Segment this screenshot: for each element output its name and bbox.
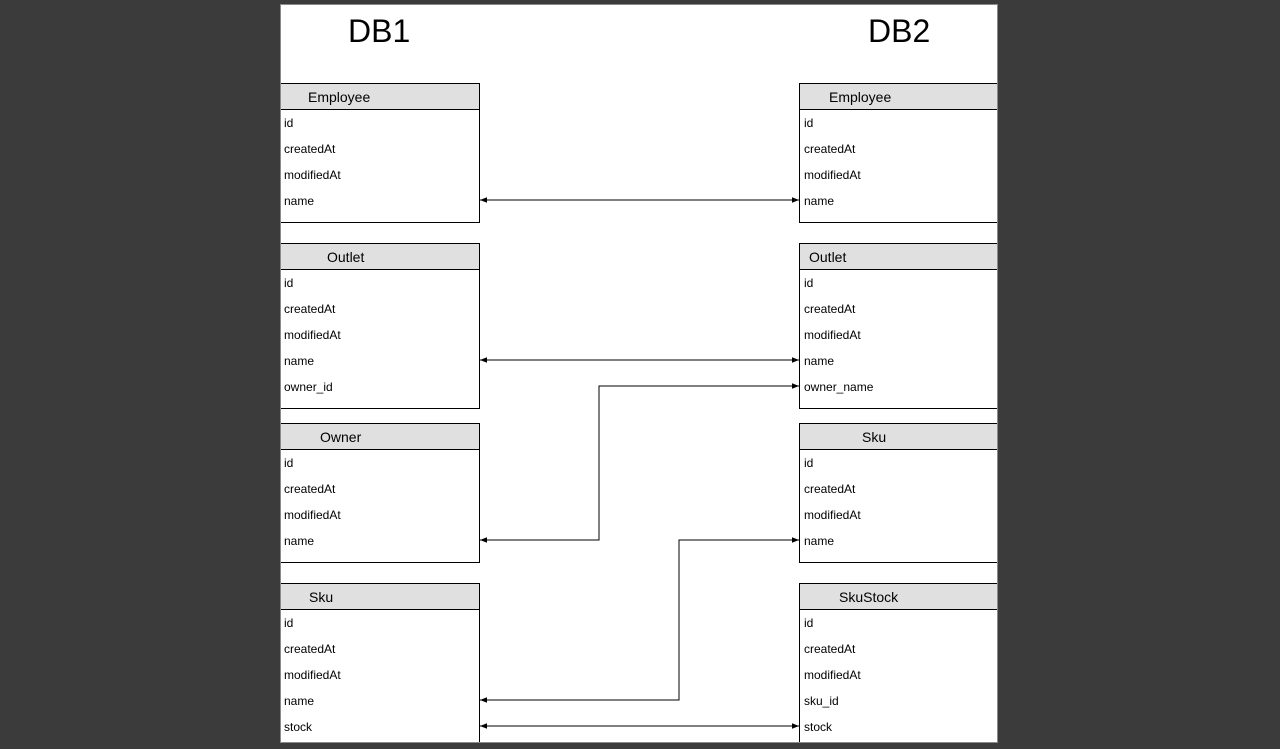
table-field: modifiedAt <box>804 668 861 682</box>
relationship-link <box>480 537 799 703</box>
db1-sku-table: Sku id createdAt modifiedAt name stock <box>281 583 480 742</box>
table-field: createdAt <box>284 142 336 156</box>
table-field: id <box>804 616 814 630</box>
table-header: Employee <box>281 84 479 110</box>
table-field: modifiedAt <box>804 328 861 342</box>
table-field: id <box>284 456 294 470</box>
db1-owner-table: Owner id createdAt modifiedAt name <box>281 423 480 563</box>
table-field: sku_id <box>804 694 839 708</box>
db1-title: DB1 <box>348 13 411 49</box>
table-field: modifiedAt <box>804 168 861 182</box>
table-field: name <box>284 694 315 708</box>
db2-outlet-table: Outlet id createdAt modifiedAt name owner_nam… <box>799 243 998 409</box>
table-field: id <box>804 276 814 290</box>
table-header: Owner <box>281 424 479 450</box>
table-field: createdAt <box>804 302 856 316</box>
table-header: Outlet <box>281 244 479 270</box>
relationship-link <box>480 383 799 543</box>
table-field: name <box>284 354 315 368</box>
table-field: id <box>804 456 814 470</box>
table-field: stock <box>804 720 833 734</box>
table-field: name <box>284 534 315 548</box>
relationship-links <box>480 197 799 729</box>
table-field: id <box>284 276 294 290</box>
table-field: createdAt <box>804 642 856 656</box>
table-field: modifiedAt <box>284 508 341 522</box>
table-field: createdAt <box>804 482 856 496</box>
table-header: Sku <box>800 424 998 450</box>
table-field: modifiedAt <box>284 168 341 182</box>
table-field: createdAt <box>284 482 336 496</box>
table-header: Sku <box>281 584 479 610</box>
diagram-canvas: DB1 DB2 Employee id createdAt modifiedAt nam… <box>281 5 998 742</box>
table-field: createdAt <box>284 302 336 316</box>
db2-title: DB2 <box>868 13 931 49</box>
table-field: id <box>804 116 814 130</box>
db1-employee-table: Employee id createdAt modifiedAt name <box>281 83 480 223</box>
table-field: modifiedAt <box>804 508 861 522</box>
table-header: Employee <box>800 84 998 110</box>
table-field: name <box>804 194 835 208</box>
table-field: stock <box>284 720 313 734</box>
table-field: name <box>804 354 835 368</box>
table-field: name <box>284 194 315 208</box>
table-field: owner_id <box>284 380 333 394</box>
table-field: id <box>284 116 294 130</box>
table-field: modifiedAt <box>284 668 341 682</box>
table-field: owner_name <box>804 380 874 394</box>
table-field: modifiedAt <box>284 328 341 342</box>
db2-sku-table: Sku id createdAt modifiedAt name <box>799 423 998 563</box>
db2-employee-table: Employee id createdAt modifiedAt name <box>799 83 998 223</box>
table-field: name <box>804 534 835 548</box>
table-header: SkuStock <box>800 584 998 610</box>
table-field: createdAt <box>284 642 336 656</box>
table-header: Outlet <box>800 244 998 270</box>
table-field: createdAt <box>804 142 856 156</box>
db1-outlet-table: Outlet id createdAt modifiedAt name owner_id <box>281 243 480 409</box>
table-field: id <box>284 616 294 630</box>
